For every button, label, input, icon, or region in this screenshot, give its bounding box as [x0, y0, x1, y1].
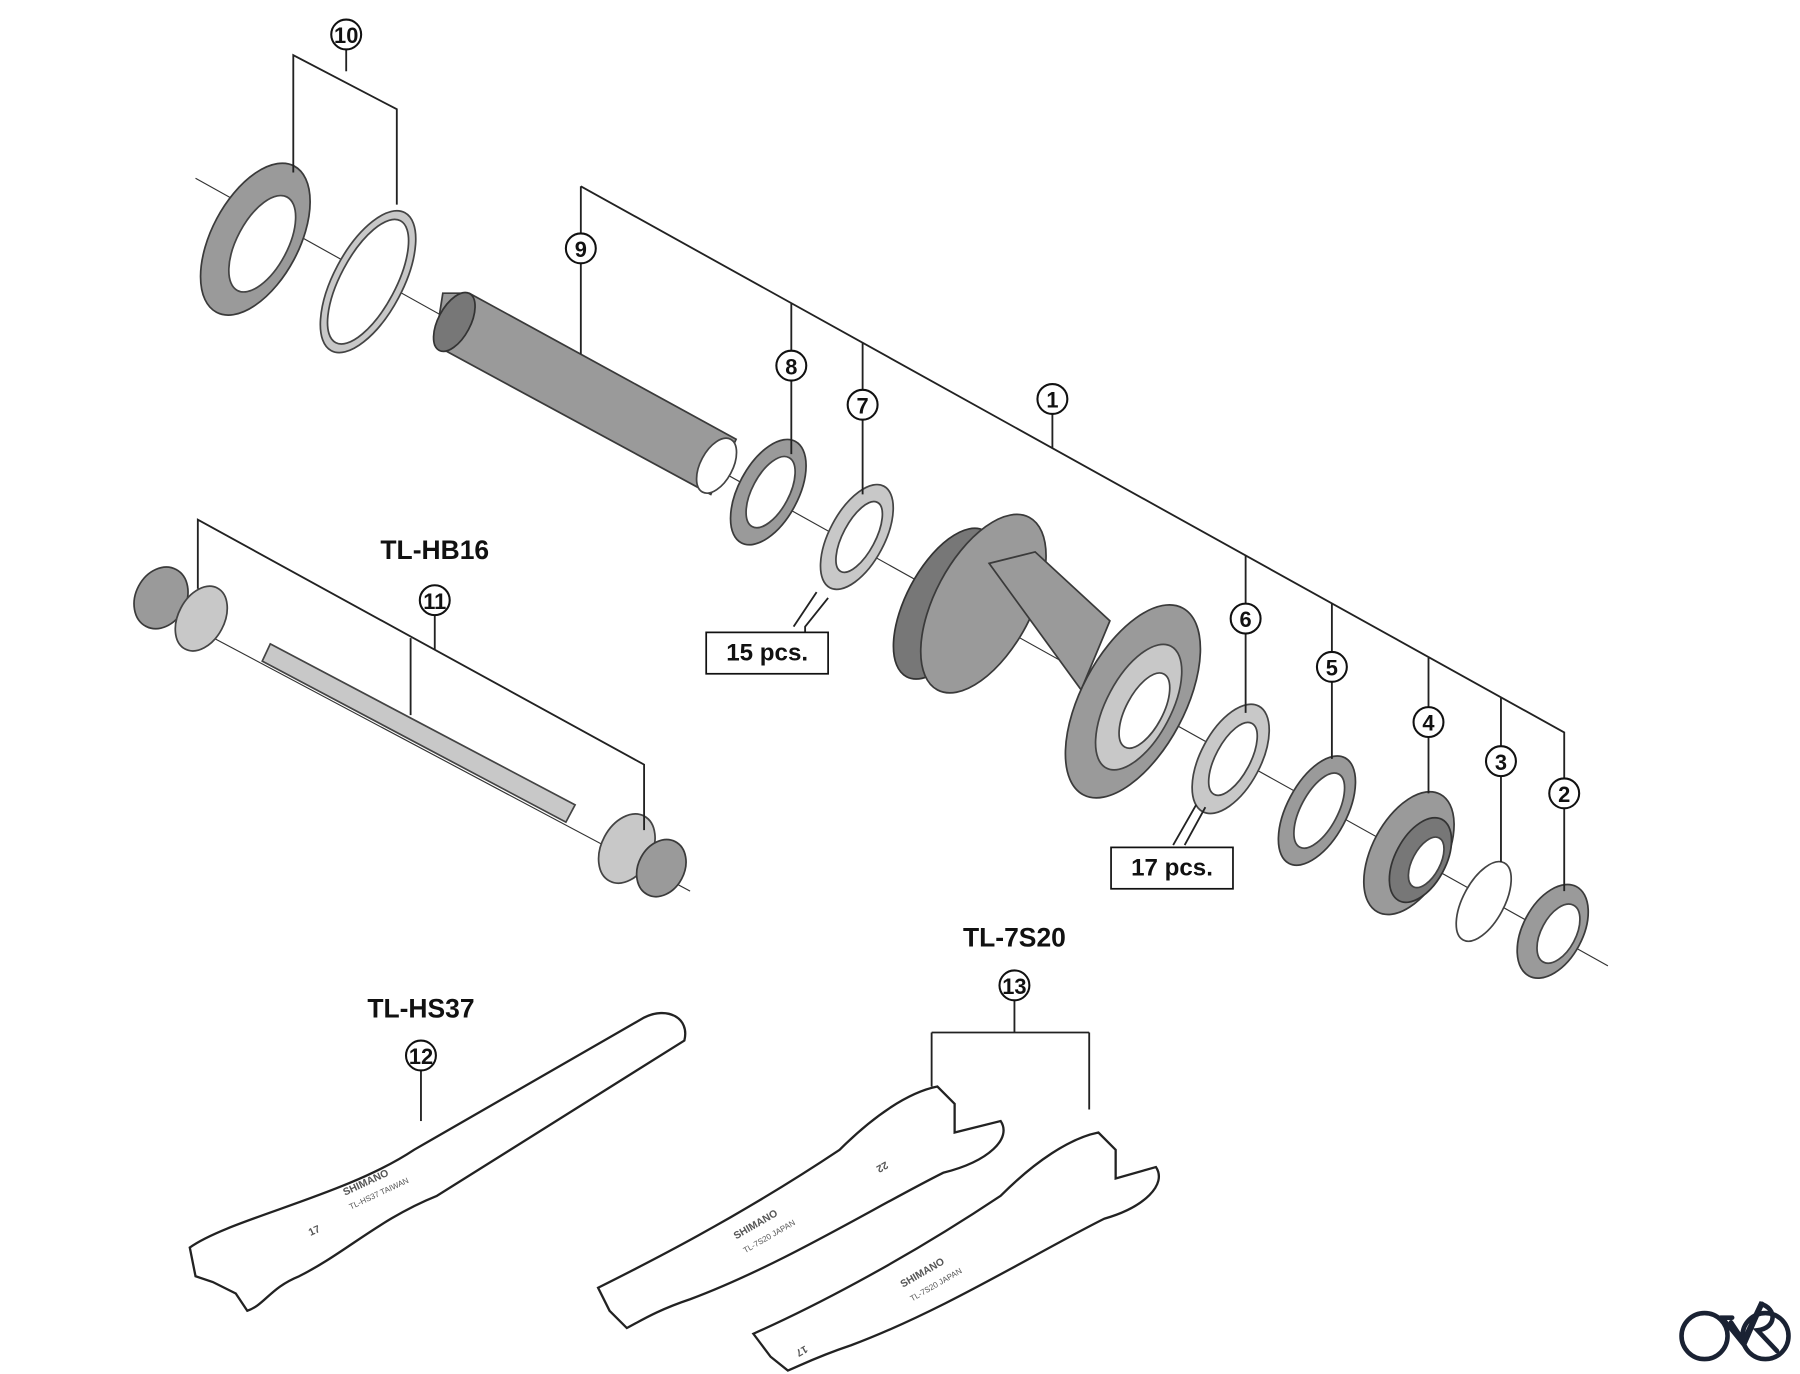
svg-text:5: 5 [1326, 656, 1338, 681]
part-11-tl-hb16-tool [133, 566, 691, 898]
part-13-tl-7s20-wrench-b: SHIMANO TL-7S20 JAPAN 17 [751, 1131, 1160, 1372]
hub-axis-line [195, 177, 1609, 967]
tool-title-tl-hs37: TL-HS37 [367, 994, 474, 1024]
callout-10: 10 [330, 18, 363, 51]
callout-13: 13 [998, 969, 1031, 1002]
callout-2: 2 [1548, 777, 1581, 810]
callout-6: 6 [1229, 602, 1262, 635]
callout-7: 7 [846, 388, 879, 421]
svg-text:4: 4 [1422, 711, 1435, 736]
svg-text:1: 1 [1046, 388, 1058, 413]
callout-1: 1 [1036, 382, 1069, 415]
wrench-size-text: 17 [793, 1343, 809, 1358]
quantity-label-17-pcs: 17 pcs. [1110, 846, 1234, 890]
wrench-size-text: 17 [307, 1224, 322, 1239]
part-2-locknut [1516, 883, 1590, 980]
callout-9: 9 [564, 232, 597, 265]
svg-text:9: 9 [575, 237, 587, 262]
svg-text:11: 11 [423, 589, 446, 614]
svg-text:7: 7 [857, 393, 869, 418]
svg-text:13: 13 [1002, 974, 1026, 999]
callout-3: 3 [1484, 745, 1517, 778]
part-12-tl-hs37-wrench: SHIMANO TL-HS37 TAIWAN 17 [188, 1012, 687, 1313]
callout-11: 11 [418, 584, 451, 617]
tool-title-tl-7s20: TL-7S20 [963, 922, 1066, 952]
callout-5: 5 [1315, 650, 1348, 683]
part-7-bearing-retainer [819, 483, 895, 591]
svg-text:12: 12 [409, 1044, 433, 1069]
part-3-o-ring [1455, 860, 1513, 943]
part-10-spacer-ring [319, 209, 417, 354]
part-9-axle-sleeve [432, 291, 738, 496]
callout-12: 12 [404, 1039, 437, 1072]
svg-text:2: 2 [1558, 782, 1570, 807]
svg-text:10: 10 [334, 23, 358, 48]
part-10-lockring [199, 162, 311, 316]
part-13-tl-7s20-wrench-a: SHIMANO TL-7S20 JAPAN 22 [596, 1085, 1005, 1330]
quantity-label-15-pcs: 15 pcs. [705, 631, 829, 675]
part-5-washer [1277, 755, 1357, 867]
part-4-cone [1362, 790, 1455, 916]
part-6-bearing-retainer [1191, 703, 1271, 815]
bicycle-logo-icon [1679, 1301, 1791, 1362]
callout-4: 4 [1412, 706, 1445, 739]
tool-title-tl-hb16: TL-HB16 [380, 535, 489, 565]
wrench-size-text: 22 [874, 1159, 890, 1174]
svg-text:17 pcs.: 17 pcs. [1131, 855, 1213, 882]
leader-lines [196, 48, 1566, 1122]
part-1-hub-body [892, 513, 1202, 799]
svg-text:3: 3 [1495, 750, 1507, 775]
part-8-washer [729, 438, 807, 546]
svg-text:8: 8 [785, 354, 797, 379]
svg-text:6: 6 [1240, 607, 1252, 632]
svg-text:15 pcs.: 15 pcs. [726, 640, 808, 667]
callout-8: 8 [775, 349, 808, 382]
